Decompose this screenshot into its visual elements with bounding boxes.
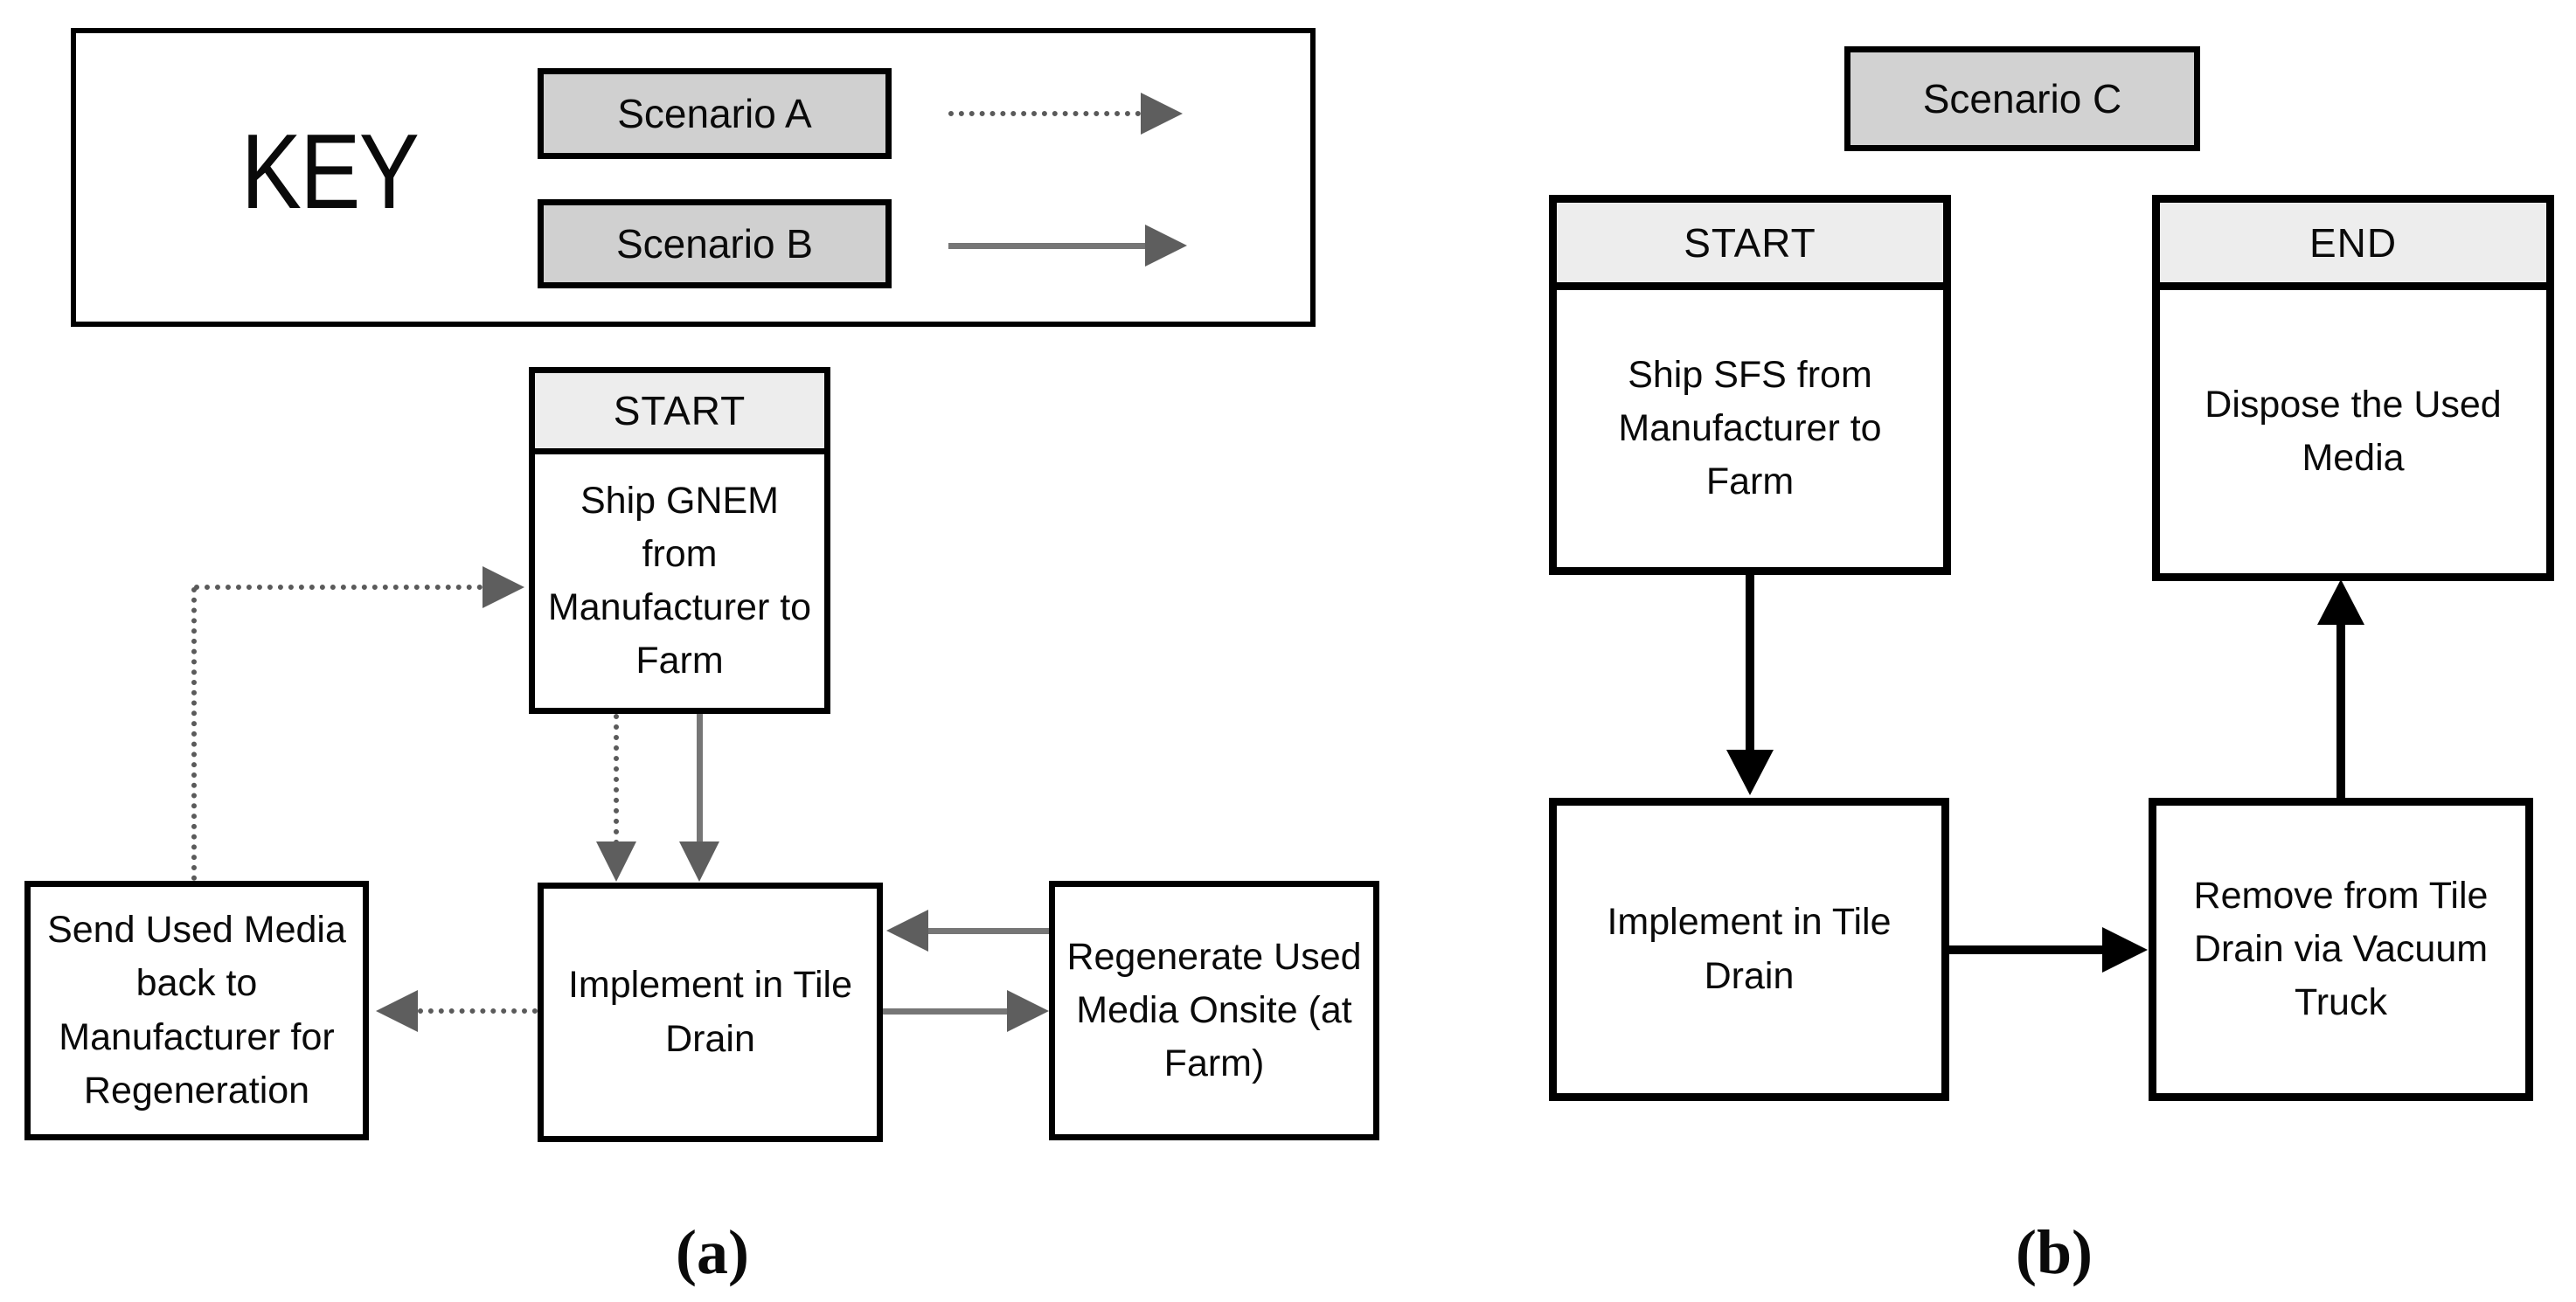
arrow-b-remove-to-end-line: [2336, 622, 2345, 798]
arrow-a-start-to-implement-dotted-line: [614, 714, 619, 845]
arrow-a-implement-to-send-arrowhead-icon: [376, 990, 418, 1032]
arrow-a-feedback-vertical-dotted: [191, 587, 197, 881]
arrow-a-start-to-implement-solid-line: [697, 714, 703, 845]
arrow-a-feedback-arrowhead-icon: [483, 566, 524, 608]
legend-scenario-a-dotted-line: [948, 111, 1141, 116]
key-legend-box: KEY Scenario A Scenario B: [71, 28, 1316, 327]
node-b-end: END Dispose the Used Media: [2152, 195, 2554, 581]
node-a-send-used-media: Send Used Media back to Manufacturer for…: [24, 881, 369, 1140]
legend-scenario-a-label: Scenario A: [617, 91, 812, 136]
arrow-b-implement-to-remove-line: [1949, 945, 2102, 954]
node-b-implement-tile-drain: Implement in Tile Drain: [1549, 798, 1949, 1101]
legend-scenario-a-chip: Scenario A: [538, 68, 892, 159]
legend-scenario-b-arrowhead-icon: [1145, 225, 1187, 267]
legend-scenario-b-chip: Scenario B: [538, 199, 892, 288]
arrow-a-implement-to-send-dotted-line: [418, 1008, 538, 1014]
node-b-end-header: END: [2160, 203, 2546, 290]
scenario-c-label: Scenario C: [1922, 76, 2122, 121]
node-b-start: START Ship SFS from Manufacturer to Farm: [1549, 195, 1951, 575]
arrow-a-start-to-implement-dotted-arrowhead-icon: [596, 841, 636, 882]
arrow-b-implement-to-remove-arrowhead-icon: [2102, 927, 2148, 973]
legend-scenario-b-label: Scenario B: [615, 221, 813, 267]
scenario-c-chip: Scenario C: [1844, 46, 2200, 151]
arrow-a-regenerate-to-implement-arrowhead-icon: [886, 910, 928, 952]
arrow-a-regenerate-to-implement-line: [928, 928, 1049, 934]
node-a-regenerate-onsite: Regenerate Used Media Onsite (at Farm): [1049, 881, 1379, 1140]
node-a-implement-tile-drain: Implement in Tile Drain: [538, 883, 883, 1142]
node-b-end-body: Dispose the Used Media: [2205, 383, 2502, 479]
arrow-a-implement-to-regenerate-line: [883, 1008, 1007, 1015]
node-a-start: START Ship GNEM from Manufacturer to Far…: [529, 367, 830, 714]
arrow-a-implement-to-regenerate-arrowhead-icon: [1007, 990, 1049, 1032]
node-a-start-header: START: [535, 373, 824, 454]
arrow-b-remove-to-end-arrowhead-icon: [2317, 579, 2364, 625]
key-title: KEY: [240, 112, 420, 231]
arrow-a-feedback-horizontal-dotted: [194, 585, 483, 590]
arrow-b-start-to-implement-line: [1746, 575, 1754, 754]
node-b-start-body: Ship SFS from Manufacturer to Farm: [1618, 353, 1882, 503]
legend-scenario-a-arrowhead-icon: [1141, 93, 1183, 135]
arrow-b-start-to-implement-arrowhead-icon: [1726, 750, 1774, 795]
node-b-remove-vacuum-truck: Remove from Tile Drain via Vacuum Truck: [2149, 798, 2533, 1101]
legend-scenario-b-solid-line: [948, 243, 1145, 249]
caption-panel-b: (b): [2016, 1217, 2093, 1287]
node-a-start-body: Ship GNEM from Manufacturer to Farm: [547, 479, 812, 682]
caption-panel-a: (a): [676, 1217, 749, 1287]
arrow-a-start-to-implement-solid-arrowhead-icon: [679, 841, 719, 882]
node-b-start-header: START: [1557, 203, 1943, 290]
